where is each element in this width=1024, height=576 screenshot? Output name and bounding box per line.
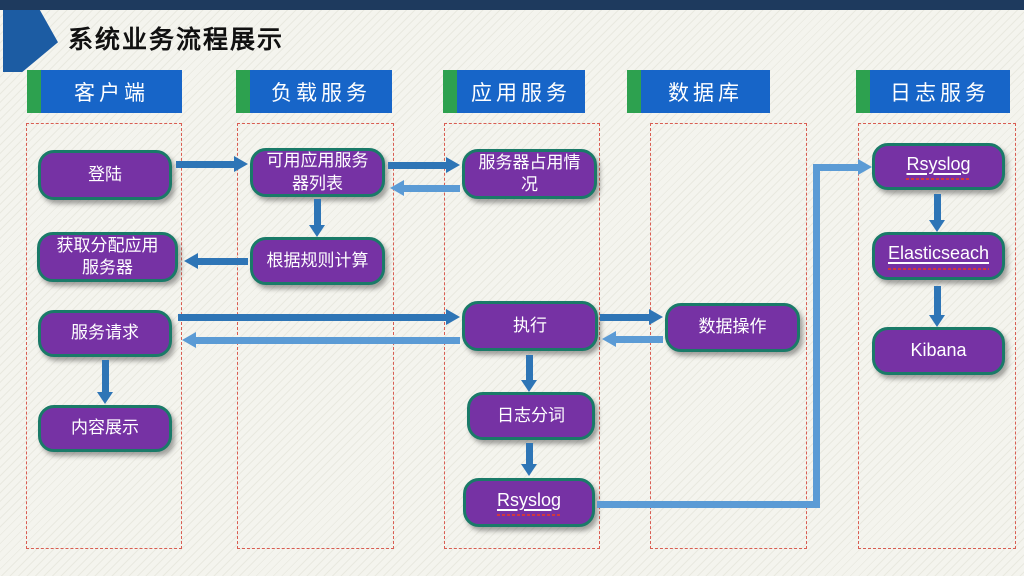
- node-service-request: 服务请求: [38, 310, 172, 357]
- column-header-log-service: 日志服务: [856, 70, 1010, 113]
- header-accent-bar: [236, 70, 250, 113]
- column-header-app-service: 应用服务: [443, 70, 585, 113]
- node-label: Kibana: [910, 340, 967, 361]
- arrow-calc-to-get-assigned: [184, 253, 248, 269]
- node-label: 登陆: [88, 164, 122, 184]
- node-label: 数据操作: [698, 317, 767, 337]
- header-accent-bar: [443, 70, 457, 113]
- node-label: 执行: [513, 315, 547, 335]
- column-region-load-service: [237, 123, 394, 549]
- node-label: Rsyslog: [906, 152, 971, 181]
- arrow-log-seg-to-rsyslog: [521, 443, 537, 476]
- node-label: 可用应用服务器列表: [266, 151, 369, 193]
- node-data-operations: 数据操作: [665, 303, 800, 352]
- elbow-connector-bottom: [597, 501, 820, 508]
- page-title: 系统业务流程展示: [68, 26, 285, 54]
- node-label: 根据规则计算: [266, 250, 369, 270]
- arrow-request-to-execute: [178, 309, 460, 325]
- column-header-label: 负载服务: [250, 70, 392, 113]
- top-bar: [0, 0, 1024, 10]
- arrow-request-to-content: [97, 360, 113, 404]
- node-kibana: Kibana: [872, 327, 1005, 375]
- arrow-data-ops-to-execute: [602, 331, 663, 347]
- column-header-label: 数据库: [641, 70, 770, 113]
- node-rsyslog-app: Rsyslog: [463, 478, 595, 527]
- node-server-occupancy: 服务器占用情况: [462, 149, 597, 199]
- arrow-server-list-to-calc: [309, 199, 325, 237]
- header-accent-bar: [627, 70, 641, 113]
- column-region-client: [26, 123, 182, 549]
- header-accent-bar: [856, 70, 870, 113]
- arrow-execute-to-data-ops: [600, 309, 663, 325]
- node-content-display: 内容展示: [38, 405, 172, 452]
- header-accent-bar: [27, 70, 41, 113]
- arrow-login-to-server-list: [176, 156, 248, 172]
- node-rsyslog-log: Rsyslog: [872, 143, 1005, 190]
- arrow-occupancy-to-server-list: [390, 180, 460, 196]
- node-label: 日志分词: [497, 405, 565, 425]
- arrow-execute-to-request: [182, 332, 460, 348]
- column-header-label: 应用服务: [457, 70, 585, 113]
- column-region-log-service: [858, 123, 1016, 549]
- node-get-assigned-app-server: 获取分配应用服务器: [37, 232, 178, 282]
- node-calc-by-rules: 根据规则计算: [250, 237, 385, 285]
- flag-shape: [3, 10, 58, 72]
- node-available-server-list: 可用应用服务器列表: [250, 148, 385, 197]
- node-label: 服务器占用情况: [478, 152, 581, 194]
- column-header-label: 日志服务: [870, 70, 1010, 113]
- column-header-label: 客户端: [41, 70, 182, 113]
- column-header-database: 数据库: [627, 70, 770, 113]
- column-header-client: 客户端: [27, 70, 182, 113]
- node-label: 服务请求: [71, 323, 139, 343]
- node-log-segmentation: 日志分词: [467, 392, 595, 440]
- node-label: 内容展示: [71, 418, 139, 438]
- node-label: Rsyslog: [496, 488, 562, 517]
- arrow-execute-to-log-seg: [521, 355, 537, 392]
- node-login: 登陆: [38, 150, 172, 200]
- arrow-server-list-to-occupancy: [388, 157, 460, 173]
- node-elasticseach: Elasticseach: [872, 232, 1005, 280]
- elbow-connector-arrowhead: [816, 159, 872, 175]
- arrow-elasticseach-to-kibana: [929, 286, 945, 327]
- column-header-load-service: 负载服务: [236, 70, 392, 113]
- column-region-app-service: [444, 123, 600, 549]
- node-label: 获取分配应用服务器: [56, 235, 159, 277]
- elbow-connector-vertical: [813, 164, 820, 508]
- node-execute: 执行: [462, 301, 598, 351]
- node-label: Elasticseach: [887, 242, 990, 270]
- arrow-rsyslog-to-elasticseach: [929, 194, 945, 232]
